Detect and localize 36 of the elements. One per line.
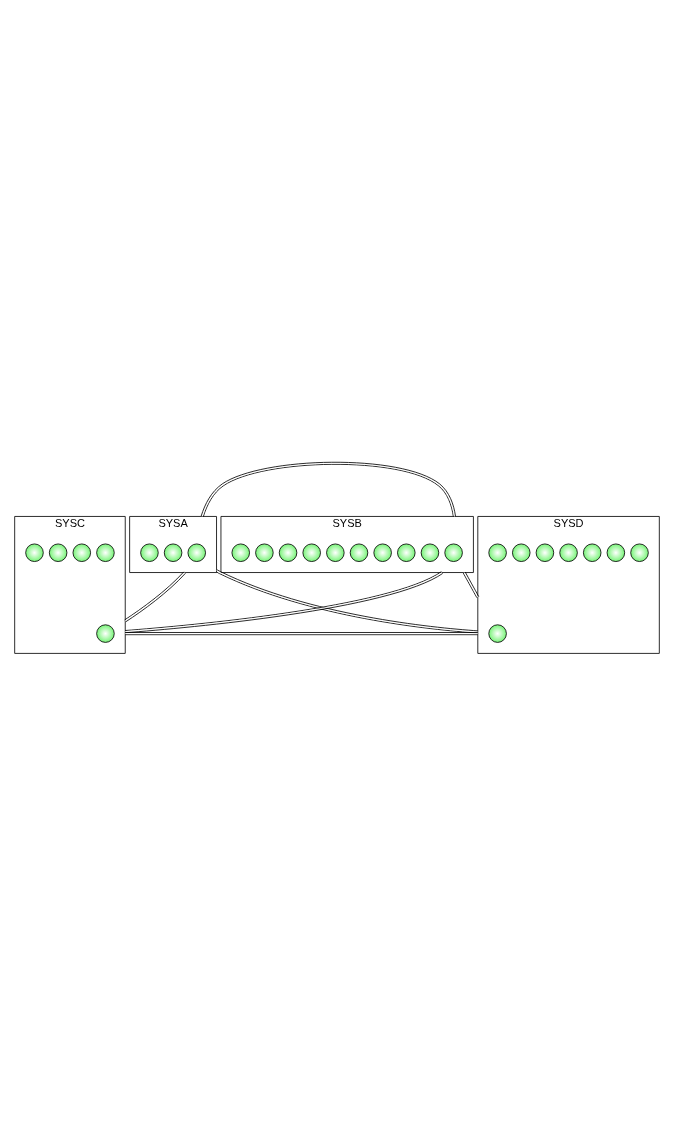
node-circle xyxy=(48,543,68,562)
connector xyxy=(124,571,186,623)
cluster: SYSC xyxy=(14,516,126,654)
node-circle xyxy=(488,543,507,562)
connector xyxy=(200,461,456,518)
cluster: SYSD xyxy=(477,516,660,654)
cluster: SYSB xyxy=(220,516,474,573)
node-circle xyxy=(140,543,159,562)
node-circle xyxy=(444,543,463,562)
node-circle xyxy=(397,543,416,562)
node-circle xyxy=(302,543,321,562)
node-circle xyxy=(163,543,183,562)
node-circle xyxy=(630,543,649,562)
node-circle xyxy=(231,543,250,562)
node-circle xyxy=(255,543,274,562)
node-circle xyxy=(72,543,91,562)
node-circle xyxy=(373,543,392,562)
node-circle xyxy=(606,543,626,562)
node-circle xyxy=(512,543,531,562)
node-circle xyxy=(420,543,440,562)
node-circle xyxy=(583,543,602,562)
node-circle xyxy=(559,543,578,562)
connector xyxy=(215,569,479,634)
connector xyxy=(124,632,479,636)
node-circle xyxy=(488,624,507,643)
node-circle xyxy=(25,543,44,562)
node-circle xyxy=(96,543,115,562)
node-circle xyxy=(187,543,206,562)
node-circle xyxy=(96,624,115,643)
cluster: SYSA xyxy=(129,516,217,573)
node-circle xyxy=(326,543,345,562)
node-circle xyxy=(349,543,369,562)
node-circle xyxy=(278,543,298,562)
connector xyxy=(462,571,480,599)
node-circle xyxy=(535,543,555,562)
connector xyxy=(124,571,444,634)
